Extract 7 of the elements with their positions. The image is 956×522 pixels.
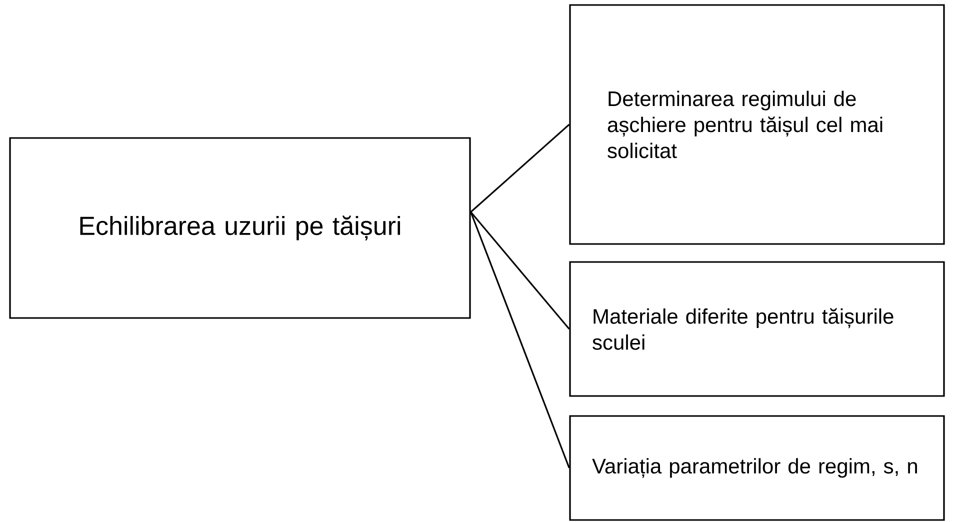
text-box: Determinarea regimului de așchiere pentru tăișul cel mai solicitat xyxy=(569,4,945,245)
connector-line xyxy=(470,124,570,213)
text-box: Variația parametrilor de regim, s, n xyxy=(569,415,945,521)
text-box: Materiale diferite pentru tăișurile sculei xyxy=(569,261,945,397)
text-box: Echilibrarea uzurii pe tăișuri xyxy=(9,137,471,319)
connector-line xyxy=(470,212,570,468)
connector-line xyxy=(470,211,570,330)
